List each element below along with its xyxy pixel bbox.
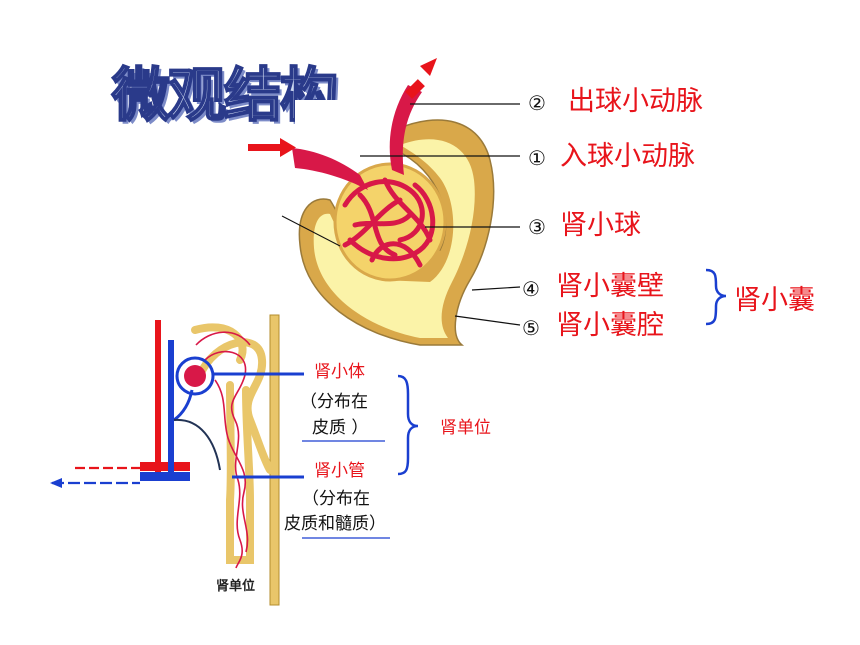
label-3-number: ③ [528, 215, 546, 239]
label-4-number: ④ [522, 277, 540, 301]
label-2-number: ② [528, 91, 546, 115]
renal-corpuscle-figure [248, 58, 495, 346]
collecting-duct [269, 314, 280, 606]
label-afferent-arteriole: 入球小动脉 [560, 141, 695, 172]
tubule-note-line1: （分布在 [302, 489, 370, 509]
nephron-brace [397, 374, 419, 476]
vessel-arrows [52, 466, 140, 485]
corpuscle-highlight [175, 356, 215, 396]
nephron-figure-caption: 肾单位 [216, 579, 256, 594]
label-5-number: ⑤ [522, 316, 540, 340]
label-nephron: 肾单位 [440, 418, 491, 438]
label-bowmans-capsule: 肾小囊 [734, 285, 815, 316]
afferent-arteriole [292, 148, 368, 190]
flow-arrows [248, 58, 437, 157]
efferent-arteriole [389, 85, 422, 175]
label-glomerulus: 肾小球 [560, 210, 641, 241]
tubule-note-line2: 皮质和髓质） [284, 514, 386, 534]
corpuscle-note-line1: （分布在 [300, 392, 368, 412]
vein [168, 340, 174, 472]
label-capsule-lumen: 肾小囊腔 [556, 310, 664, 341]
corpuscle-note-line2: 皮质 ） [312, 418, 369, 438]
label-renal-tubule: 肾小管 [314, 461, 365, 481]
nephron-leader-lines [213, 372, 304, 479]
capsule-brace [705, 268, 727, 326]
label-1-number: ① [528, 146, 546, 170]
label-renal-corpuscle: 肾小体 [314, 362, 365, 382]
nephron-figure [50, 314, 295, 606]
glomerulus-capillaries [342, 177, 436, 268]
artery [155, 320, 161, 472]
capsule-lumen [313, 139, 475, 338]
peritubular-capillaries [195, 331, 251, 569]
label-capsule-wall: 肾小囊壁 [556, 271, 664, 302]
label-efferent-arteriole: 出球小动脉 [568, 86, 703, 117]
leader-lines [360, 103, 521, 326]
